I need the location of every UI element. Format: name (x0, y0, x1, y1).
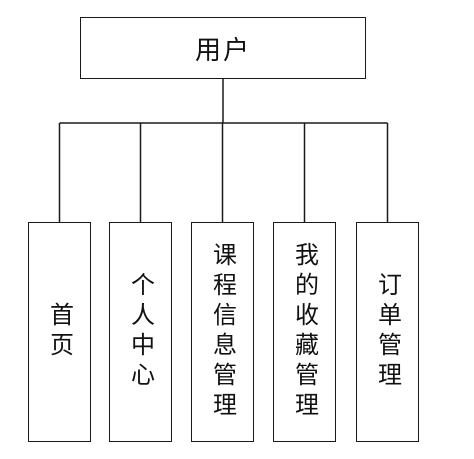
child-node-label-home: 首页 (45, 302, 74, 362)
root-node-label: 用户 (194, 35, 251, 66)
child-node-label-favorites: 我的收藏管理 (290, 242, 319, 422)
root-node-user: 用户 (80, 17, 366, 79)
child-node-orders: 订单管理 (356, 222, 419, 442)
child-node-label-personal-center: 个人中心 (126, 272, 155, 392)
child-node-course-info: 课程信息管理 (191, 222, 254, 442)
child-node-label-course-info: 课程信息管理 (208, 242, 237, 422)
child-node-personal-center: 个人中心 (109, 222, 172, 442)
child-node-home: 首页 (28, 222, 91, 442)
child-node-label-orders: 订单管理 (373, 272, 402, 392)
child-node-favorites: 我的收藏管理 (273, 222, 336, 442)
